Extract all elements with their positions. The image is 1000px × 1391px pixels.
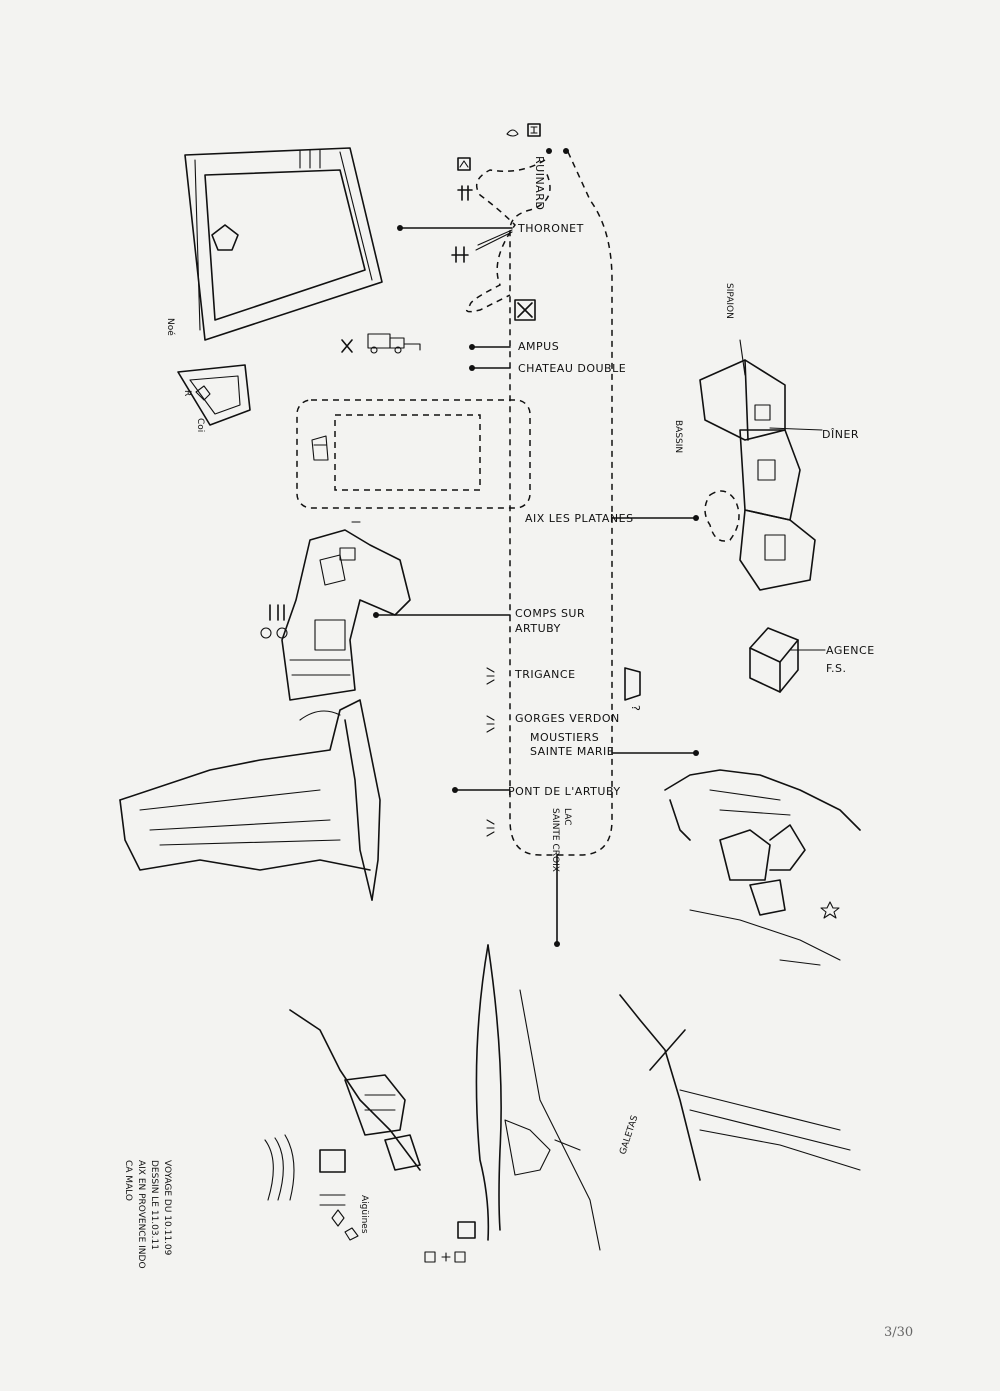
label-thoronet: THORONET: [517, 222, 584, 235]
label-ampus: AMPUS: [518, 340, 559, 353]
label-r: R: [182, 390, 192, 396]
label-aiguines: Aigüines: [359, 1195, 369, 1234]
label-chateau-double: CHATEAU DOUBLE: [518, 362, 626, 375]
signature-line4: CA MALO: [123, 1160, 133, 1201]
pool-inner: [334, 414, 481, 491]
lake-landscape: [457, 944, 601, 1251]
label-ruinard: RUINARD: [533, 156, 546, 210]
gorge-landscape-left: [119, 699, 381, 901]
sign-icon: [624, 667, 641, 701]
label-trigance: TRIGANCE: [514, 668, 576, 681]
label-coi: Coi: [195, 418, 205, 432]
label-comps: COMPS SUR: [515, 607, 585, 620]
village-landscape-right: [664, 769, 861, 966]
label-sipaion: SIPAION: [724, 283, 734, 319]
edition-number: 3/30: [884, 1325, 913, 1340]
abbey-plan-sketch: [184, 147, 383, 341]
label-galetas: GALETAS: [618, 1114, 640, 1156]
label-diner: DÎNER: [822, 428, 859, 441]
thoronet-icons: [451, 157, 513, 263]
small-plan-sketch: [177, 364, 251, 426]
boat-icon: [311, 435, 329, 461]
label-moustiers: MOUSTIERS: [530, 731, 599, 744]
label-pont: PONT DE L'ARTUBY: [508, 785, 621, 798]
signature-line2: DESSIN LE 11.03.11: [149, 1160, 159, 1250]
signature-line1: VOYAGE DU 10.11.09: [162, 1160, 172, 1256]
label-sainte-marie: SAINTE MARIE: [530, 745, 614, 758]
pool-outer: [296, 399, 531, 509]
village-plan-sketch: [260, 521, 411, 701]
signature-line3: AIX EN PROVENCE INDO: [136, 1160, 146, 1269]
truck-sketch: [341, 333, 421, 354]
ruinard-icons: [506, 123, 569, 154]
label-bassin: BASSIN: [673, 420, 683, 453]
aiguines-village-sketch: [264, 1009, 421, 1241]
question-mark: ?: [629, 705, 642, 711]
agence-cube-sketch: [749, 627, 826, 693]
label-agence: AGENCE: [826, 644, 875, 657]
route-dashed-line: [509, 151, 613, 856]
label-fs: F.S.: [826, 662, 847, 675]
gorge-landscape-bottom-right: [619, 994, 861, 1181]
sun-icons: [486, 667, 495, 837]
label-artuby: ARTUBY: [515, 622, 561, 635]
label-lac: LAC: [562, 808, 572, 826]
label-noe: Noé: [165, 318, 176, 336]
signature-block: VOYAGE DU 10.11.09 DESSIN LE 11.03.11 AI…: [123, 1160, 172, 1269]
small-icons: [424, 1251, 466, 1263]
building-complex-sketch: [699, 339, 823, 591]
label-sainte-croix: SAINTE CROIX: [550, 808, 560, 872]
boxed-x-icon: [514, 299, 536, 321]
label-aix: AIX LES PLATANES: [525, 512, 634, 525]
label-gorges: GORGES VERDON: [515, 712, 620, 725]
